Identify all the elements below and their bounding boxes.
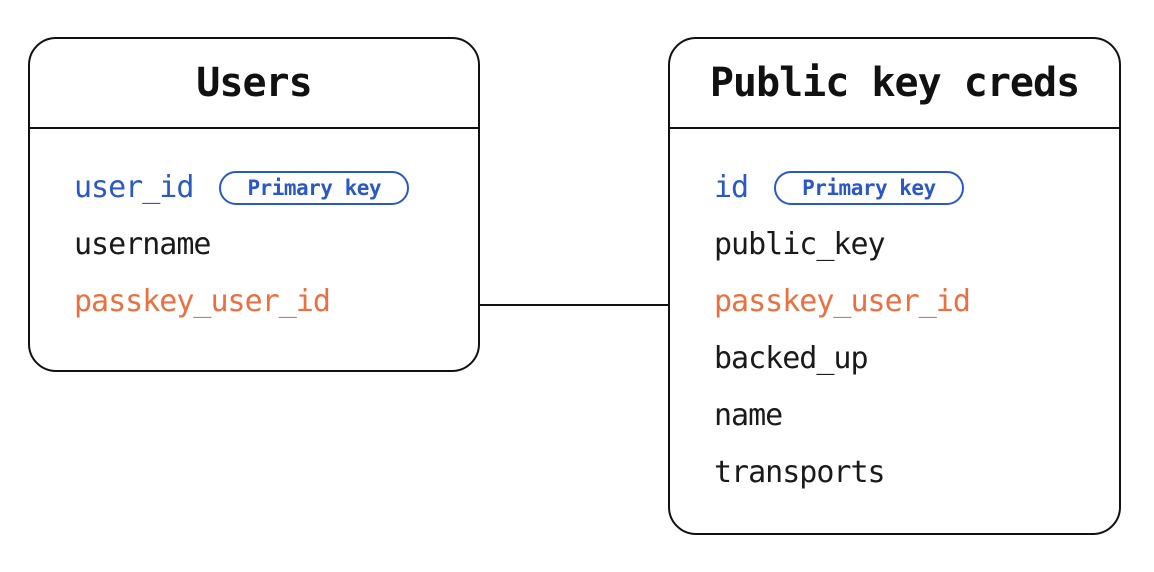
field-name: transports: [714, 455, 886, 490]
field-name: name: [714, 398, 783, 433]
field-name: user_id: [74, 170, 194, 205]
field-row-username: username: [74, 216, 478, 273]
table-title: Public key creds: [709, 60, 1080, 106]
field-row-backed-up: backed_up: [714, 330, 1119, 387]
field-row-public-key: public_key: [714, 216, 1119, 273]
table-title: Users: [196, 60, 312, 106]
primary-key-badge: Primary key: [774, 170, 964, 205]
table-fields: user_id Primary key username passkey_use…: [30, 129, 478, 330]
field-name: username: [74, 227, 211, 262]
table-header: Users: [30, 39, 478, 129]
field-name: public_key: [714, 227, 886, 262]
table-node-users: Users user_id Primary key username passk…: [28, 37, 480, 372]
field-name: passkey_user_id: [714, 284, 971, 319]
table-header: Public key creds: [670, 39, 1119, 129]
field-row-user-id: user_id Primary key: [74, 159, 478, 216]
primary-key-badge: Primary key: [219, 170, 410, 205]
table-node-public-key-creds: Public key creds id Primary key public_k…: [668, 37, 1121, 535]
table-fields: id Primary key public_key passkey_user_i…: [670, 129, 1119, 501]
field-row-id: id Primary key: [714, 159, 1119, 216]
field-row-name: name: [714, 387, 1119, 444]
field-row-transports: transports: [714, 444, 1119, 501]
field-name: passkey_user_id: [74, 284, 331, 319]
field-row-passkey-user-id: passkey_user_id: [74, 273, 478, 330]
field-name: id: [714, 170, 749, 205]
field-name: backed_up: [714, 341, 869, 376]
relationship-line: [480, 304, 668, 306]
field-row-passkey-user-id: passkey_user_id: [714, 273, 1119, 330]
